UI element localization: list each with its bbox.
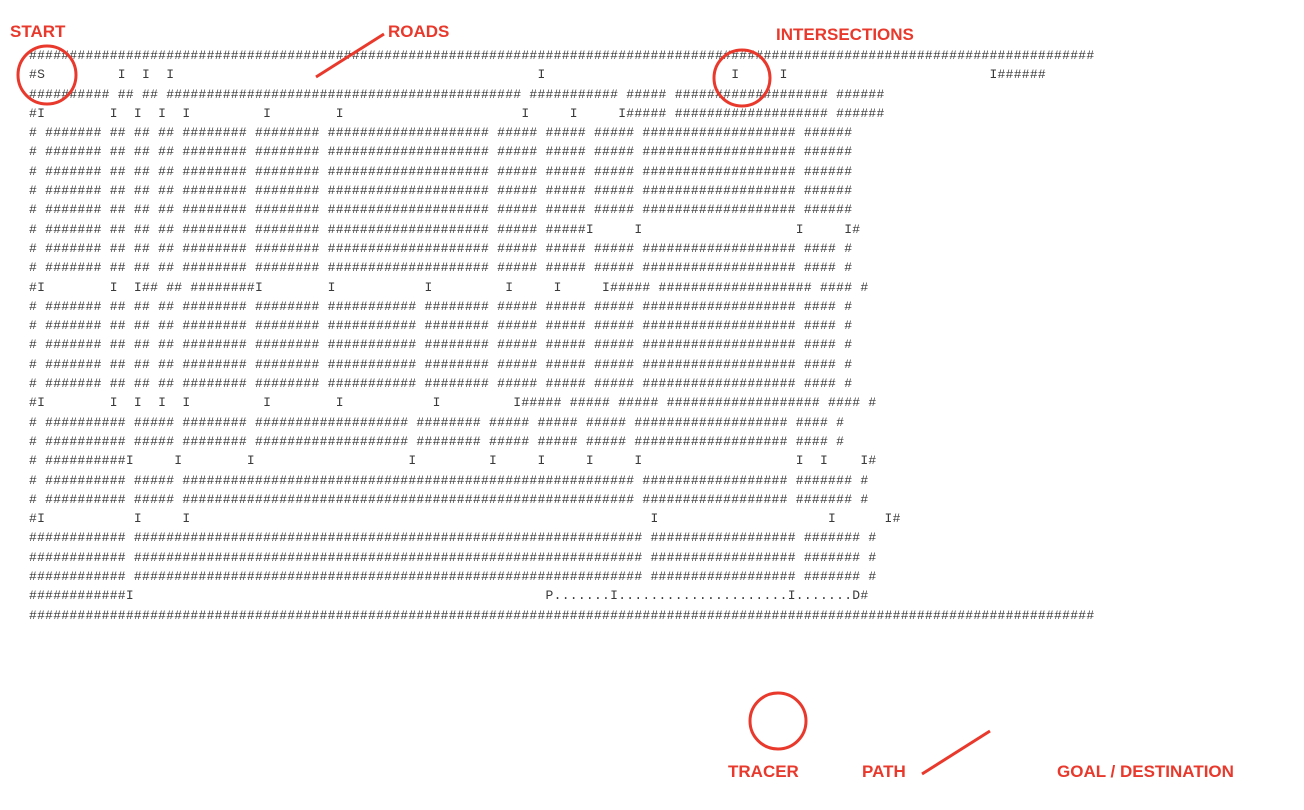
maze-grid: ########################################…	[29, 46, 1094, 625]
maze-row: # ####### ## ## ## ######## ######## ###…	[29, 318, 853, 334]
maze-row: # ####### ## ## ## ######## ######## ###…	[29, 183, 853, 199]
path-pointer-line	[921, 729, 991, 776]
maze-row: ############I P.......I.................…	[29, 588, 869, 604]
maze-row: # ####### ## ## ## ######## ######## ###…	[29, 125, 853, 141]
maze-row: # ####### ## ## ## ######## ######## ###…	[29, 144, 853, 160]
maze-row: #I I I I I I#	[29, 511, 901, 527]
maze-row: ############ ###########################…	[29, 530, 877, 546]
maze-row: # ####### ## ## ## ######## ######## ###…	[29, 240, 853, 256]
maze-row: ############ ###########################…	[29, 569, 877, 585]
maze-row: #S I I I I I I I######	[29, 67, 1046, 83]
tracer-circle	[748, 691, 808, 751]
maze-row: # ########## ##### #####################…	[29, 491, 869, 507]
start-label: START	[10, 22, 66, 41]
maze-row: # ##########I I I I I I I I I I I#	[29, 453, 877, 469]
maze-row: # ####### ## ## ## ######## ######## ###…	[29, 221, 861, 237]
maze-row: #I I I I I I I I I##### ##### ##### ####…	[29, 395, 877, 411]
goal-label: GOAL / DESTINATION	[1057, 762, 1234, 781]
maze-row: # ####### ## ## ## ######## ######## ###…	[29, 298, 853, 314]
maze-row: ########################################…	[29, 48, 1095, 63]
maze-row: #I I I I I I I I I I##### ##############…	[29, 105, 885, 121]
maze-row: # ########## ##### ######## ############…	[29, 433, 845, 449]
maze-row: ########## ## ## #######################…	[29, 86, 885, 102]
maze-row: # ####### ## ## ## ######## ######## ###…	[29, 356, 853, 372]
maze-row: # ########## ##### #####################…	[29, 472, 869, 488]
maze-row: # ########## ##### ######## ############…	[29, 414, 845, 430]
maze-row: # ####### ## ## ## ######## ######## ###…	[29, 163, 853, 179]
maze-row: # ####### ## ## ## ######## ######## ###…	[29, 202, 853, 218]
tracer-label: TRACER	[728, 762, 799, 781]
path-label: PATH	[862, 762, 906, 781]
maze-row: ############ ###########################…	[29, 549, 877, 565]
maze-row: # ####### ## ## ## ######## ######## ###…	[29, 337, 853, 353]
maze-row: #I I I## ## ########I I I I I I##### ###…	[29, 279, 869, 295]
intersections-label: INTERSECTIONS	[776, 25, 914, 44]
maze-row: ########################################…	[29, 607, 1095, 623]
maze-row: # ####### ## ## ## ######## ######## ###…	[29, 376, 853, 392]
maze-row: # ####### ## ## ## ######## ######## ###…	[29, 260, 853, 276]
roads-label: ROADS	[388, 22, 450, 41]
